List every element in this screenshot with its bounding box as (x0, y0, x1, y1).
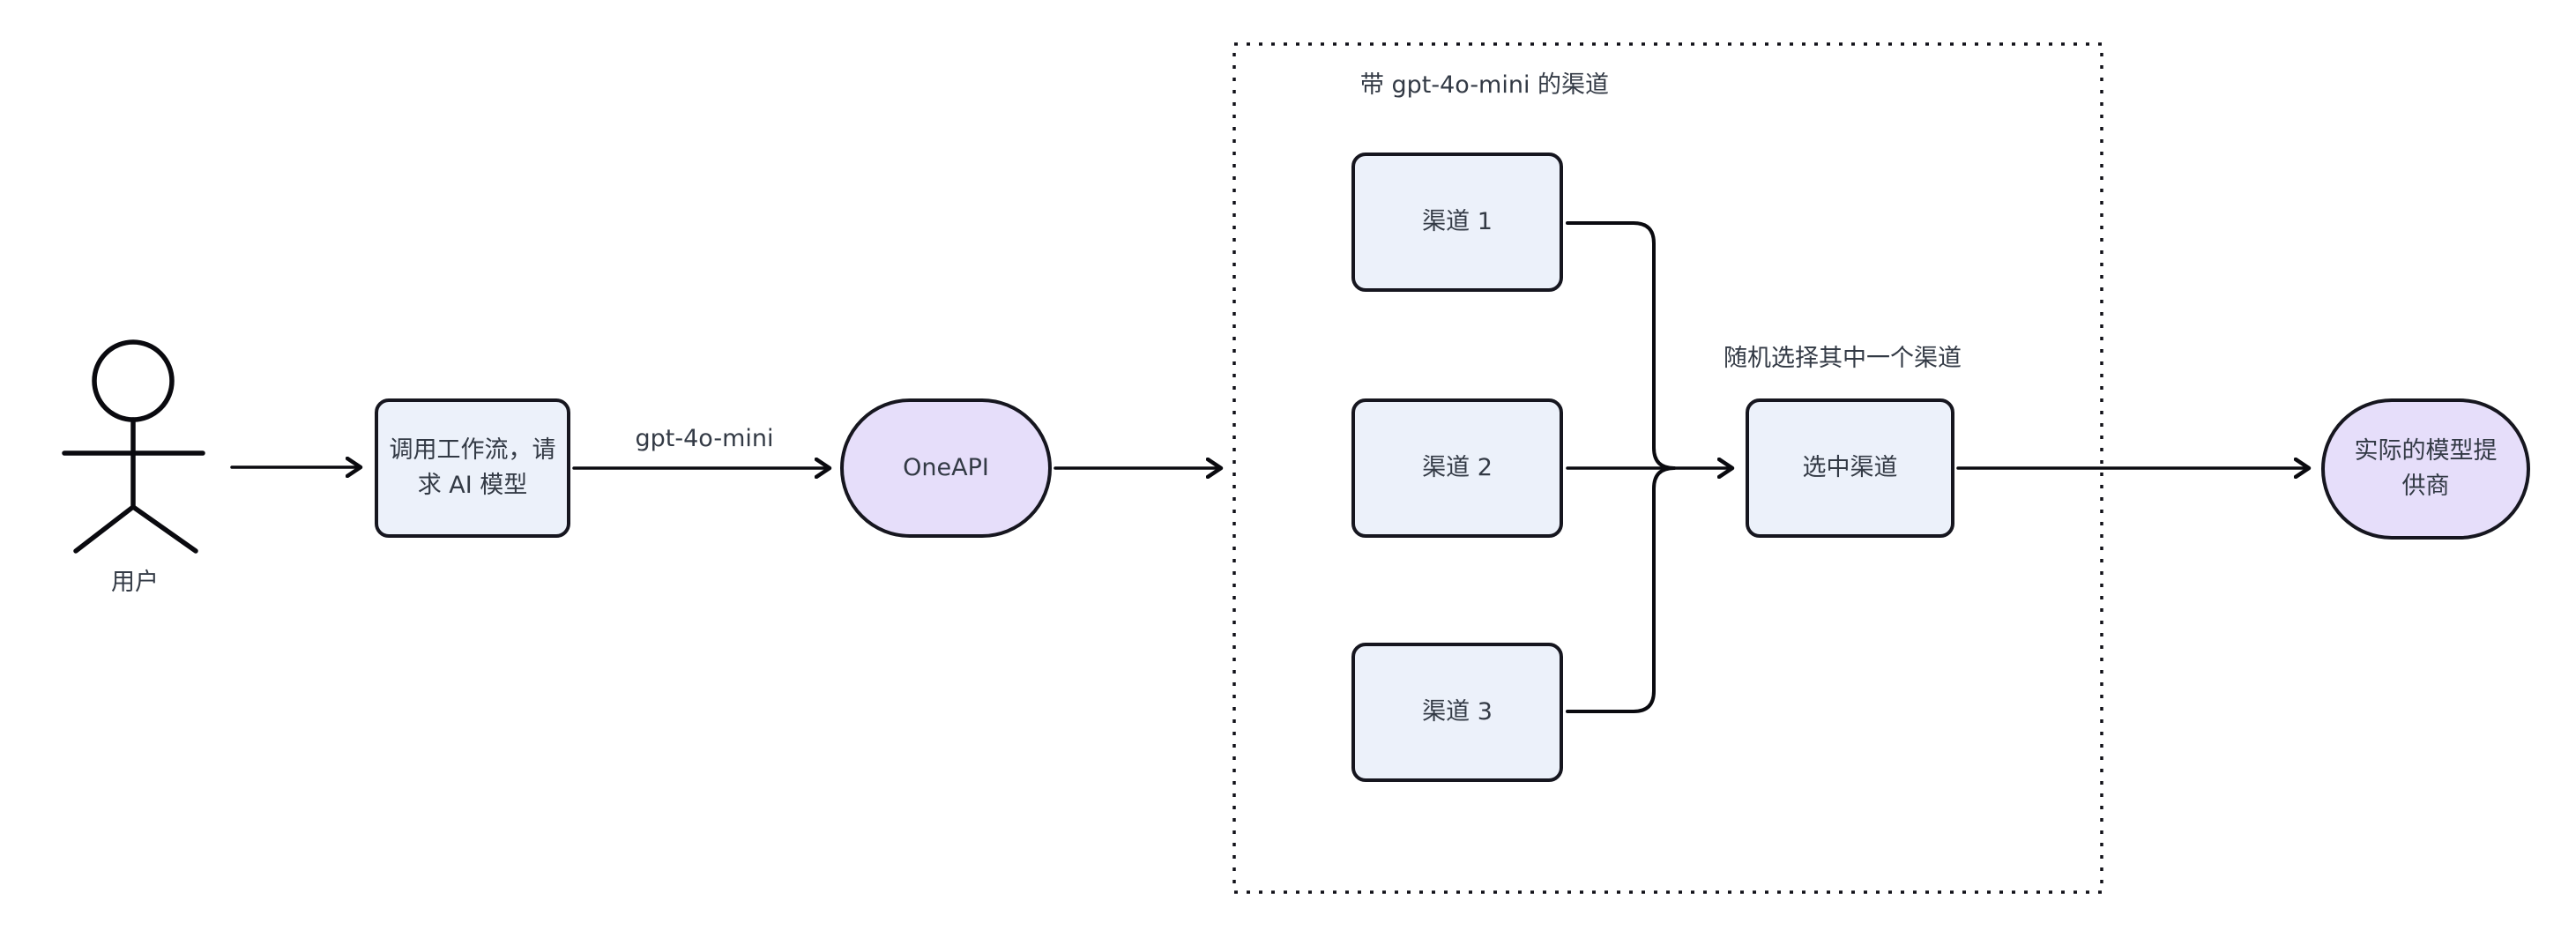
actor-leg-right (130, 504, 198, 554)
subgraph-dotted-border (1232, 42, 2103, 894)
edge-channel3-to-merge (1566, 466, 1676, 713)
node-channel-2: 渠道 2 (1351, 398, 1563, 538)
actor-head (92, 339, 175, 422)
node-channel-3: 渠道 3 (1351, 643, 1563, 782)
actor-leg-left (73, 504, 136, 554)
node-channel-1: 渠道 1 (1351, 153, 1563, 292)
node-selected-channel: 选中渠道 (1746, 398, 1954, 538)
node-oneapi: OneAPI (840, 398, 1052, 538)
node-call-workflow: 调用工作流，请 求 AI 模型 (375, 398, 570, 538)
actor-figure-icon (62, 339, 205, 554)
node-model-provider: 实际的模型提 供商 (2321, 398, 2530, 540)
actor-label: 用户 (111, 569, 159, 596)
edge-channel1-to-merge (1566, 221, 1676, 470)
edge-label-gpt-4o-mini: gpt-4o-mini (635, 425, 774, 452)
subgraph-title: 带 gpt-4o-mini 的渠道 (1359, 71, 1610, 99)
edge-label-random-select: 随机选择其中一个渠道 (1724, 345, 1962, 372)
